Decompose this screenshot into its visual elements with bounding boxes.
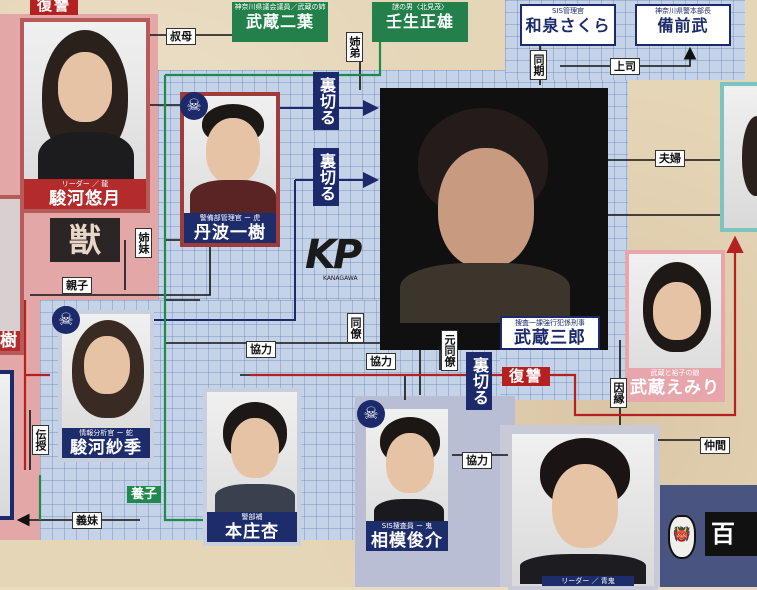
box-bizen-takeshi: 神奈川県警本部長 備前武 — [635, 4, 731, 46]
box-izumi-sakura: SIS管理官 和泉さくら — [520, 4, 616, 46]
name-label: リーダー ／ 青鬼 — [542, 576, 634, 586]
skull-icon: ☠ — [180, 92, 208, 120]
portrait-face — [653, 282, 701, 340]
portrait-body — [400, 263, 570, 323]
kp-logo-text: KP — [305, 232, 362, 278]
right-edge-text: 百 — [705, 512, 757, 556]
name-text: 壬生正雄 — [385, 12, 454, 31]
name-text: 武蔵二葉 — [245, 12, 314, 31]
tag-motodohryo: 元同僚 — [441, 330, 458, 371]
name-text: 本庄杏 — [225, 522, 279, 542]
card-suruga-yuzuki: リーダー ／ 龍 駿河悠月 — [20, 18, 150, 213]
tag-oyako: 親子 — [62, 277, 92, 294]
portrait-photo — [0, 199, 20, 351]
role-text: 武蔵と裕子の娘 — [650, 369, 700, 377]
name-text: 駿河悠月 — [49, 189, 121, 209]
name-text: 相模俊介 — [371, 531, 443, 551]
skull-icon: ☠ — [52, 306, 80, 334]
role-text: SIS捜査員 ー 鬼 — [381, 522, 433, 530]
role-text: 謎の男〈北見茂〉 — [392, 3, 448, 11]
portrait-face — [438, 148, 534, 268]
box-mibu-masao: 謎の男〈北見茂〉 壬生正雄 — [372, 2, 468, 42]
tag-anemoto: 姉弟 — [346, 32, 363, 62]
role-text: リーダー ／ 龍 — [61, 180, 109, 188]
role-text: リーダー ／ 青鬼 — [561, 577, 615, 585]
card-left-edge: 樹 — [0, 195, 24, 355]
name-label: 警備部管理官 ー 虎 丹波一樹 — [184, 213, 276, 243]
tag-joshi: 上司 — [610, 58, 640, 75]
tag-fukushu: 復讐 — [502, 367, 551, 386]
card-honjo-anzu: 警部補 本庄杏 — [203, 388, 301, 546]
card-musashi-sanrou: 捜査一課強行犯係刑事 武蔵三郎 — [380, 88, 608, 350]
card-left-edge-lower — [0, 370, 14, 520]
name-label: 樹 — [0, 331, 20, 351]
portrait-face — [386, 433, 434, 493]
role-text: 捜査一課強行犯係刑事 — [515, 319, 585, 327]
role-text: 警備部管理官 ー 虎 — [199, 214, 261, 222]
box-musashi-futaba: 神奈川県議会議員／武蔵の姉 武蔵二葉 — [232, 2, 328, 42]
tag-yoshi: 養子 — [127, 486, 162, 503]
name-text: 武蔵えみり — [630, 378, 720, 398]
tag-kyoryoku-2: 協力 — [366, 353, 396, 370]
tag-uragiri-2: 裏切る — [313, 148, 339, 206]
portrait-face — [552, 464, 618, 548]
portrait-photo — [0, 374, 10, 516]
tag-denju: 伝授 — [32, 425, 49, 455]
portrait-face — [231, 418, 279, 478]
role-text: 神奈川県議会議員／武蔵の姉 — [234, 3, 326, 11]
tag-kyoryoku-1: 協力 — [246, 341, 276, 358]
tag-shimai: 姉妹 — [135, 228, 152, 258]
tag-dohki: 同期 — [530, 50, 547, 80]
role-text: 警部補 — [241, 513, 263, 521]
tag-gimai: 義妹 — [72, 512, 102, 529]
top-revenge-banner: 復讐 — [30, 0, 79, 15]
name-text: 駿河紗季 — [70, 438, 142, 458]
tag-fufu: 夫婦 — [655, 150, 685, 167]
portrait-body — [215, 484, 295, 514]
name-label: 警部補 本庄杏 — [207, 512, 297, 542]
tag-kyoryoku-3: 協力 — [462, 452, 492, 469]
card-musashi-emiri: 武蔵と裕子の娘 武蔵えみり — [625, 250, 725, 402]
name-label: SIS捜査員 ー 鬼 相模俊介 — [366, 521, 448, 551]
kp-logo: KP KANAGAWA — [305, 235, 375, 285]
portrait-face — [58, 52, 112, 122]
portrait-face — [206, 118, 260, 184]
role-text: SIS管理官 — [552, 7, 584, 15]
card-tanba-kazuki: 警備部管理官 ー 虎 丹波一樹 — [180, 92, 280, 247]
tag-innen: 因縁 — [610, 378, 627, 408]
name-label: リーダー ／ 龍 駿河悠月 — [24, 179, 146, 209]
role-text: 神奈川県警本部長 — [655, 7, 711, 15]
name-text: 丹波一樹 — [194, 223, 266, 243]
card-leader-aooni: リーダー ／ 青鬼 — [508, 430, 658, 590]
name-text: 樹 — [0, 331, 18, 351]
role-text: 情報分析官 ー 蛇 — [79, 429, 133, 437]
kp-logo-sub: KANAGAWA — [323, 275, 358, 282]
name-text: 武蔵三郎 — [514, 328, 586, 348]
card-suruga-saki: 情報分析官 ー 蛇 駿河紗季 — [58, 310, 154, 462]
card-right-edge — [720, 82, 757, 232]
tag-uragiri-1: 裏切る — [313, 72, 339, 130]
portrait-face — [84, 336, 130, 394]
skull-icon: ☠ — [357, 400, 385, 428]
card-sagami-shunsuke: SIS捜査員 ー 鬼 相模俊介 — [362, 405, 452, 555]
demon-mask-icon: 👹 — [668, 515, 696, 559]
name-text: 備前武 — [657, 16, 709, 35]
tag-oba: 叔母 — [166, 28, 196, 45]
name-label: 捜査一課強行犯係刑事 武蔵三郎 — [500, 316, 600, 350]
name-label: 情報分析官 ー 蛇 駿河紗季 — [62, 428, 150, 458]
tag-dohryo: 同僚 — [347, 313, 364, 343]
beast-mark: 獣 — [50, 218, 120, 262]
portrait-hair — [742, 116, 757, 196]
name-label: 武蔵と裕子の娘 武蔵えみり — [629, 368, 721, 398]
tag-nakama: 仲間 — [700, 437, 730, 454]
name-text: 和泉さくら — [525, 16, 611, 35]
tag-uragiri-3: 裏切る — [466, 352, 492, 410]
